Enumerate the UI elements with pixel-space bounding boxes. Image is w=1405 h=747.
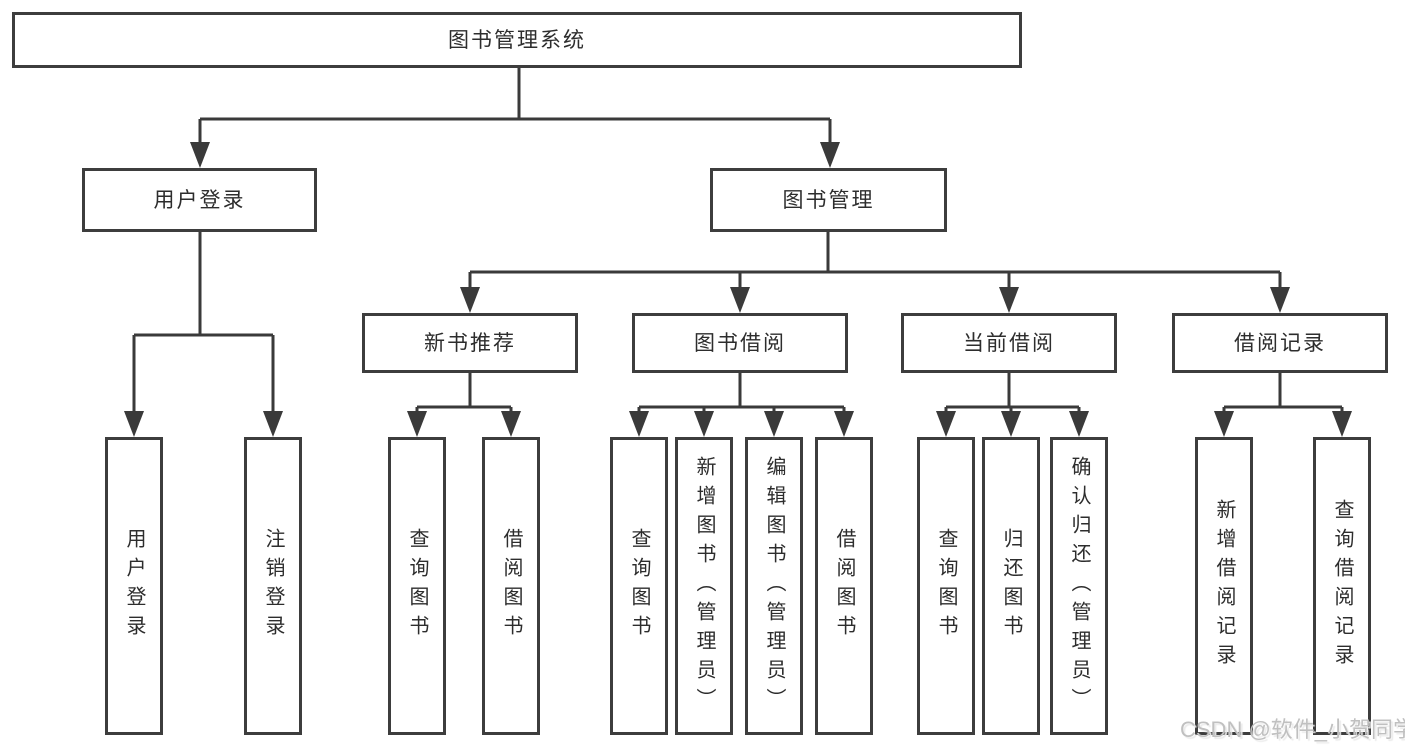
connector-book-management-to-level3	[460, 232, 1290, 313]
connector-book-borrow-to-children	[629, 373, 854, 437]
connector-current-borrow-to-children	[936, 373, 1089, 437]
leaf-user-login: 用户登录	[105, 437, 163, 735]
node-book-borrow: 图书借阅	[632, 313, 848, 373]
node-label: 查询图书	[935, 528, 957, 644]
arrowhead	[1001, 411, 1021, 437]
arrowhead	[1332, 411, 1352, 437]
leaf-return-book: 归还图书	[982, 437, 1040, 735]
node-label: 新增借阅记录	[1213, 499, 1235, 673]
node-label: 查询图书	[406, 528, 428, 644]
node-borrow-records: 借阅记录	[1172, 313, 1388, 373]
node-label: 新增图书（管理员）	[693, 455, 715, 717]
arrowhead	[629, 411, 649, 437]
leaf-query-books: 查询图书	[388, 437, 446, 735]
connector-root-to-level2	[190, 68, 840, 168]
node-root-library-management-system: 图书管理系统	[12, 12, 1022, 68]
arrowhead	[501, 411, 521, 437]
arrowhead	[999, 287, 1019, 313]
node-label: 图书管理系统	[448, 28, 586, 52]
leaf-query-books-2: 查询图书	[610, 437, 668, 735]
node-label: 用户登录	[123, 528, 145, 644]
node-label: 图书管理	[782, 188, 875, 212]
arrowhead	[730, 287, 750, 313]
arrowhead	[263, 411, 283, 437]
arrowhead	[124, 411, 144, 437]
leaf-borrow-books-2: 借阅图书	[815, 437, 873, 735]
arrowhead	[1270, 287, 1290, 313]
node-label: 查询图书	[628, 528, 650, 644]
node-label: 新书推荐	[424, 331, 516, 355]
leaf-add-borrow-record: 新增借阅记录	[1195, 437, 1253, 735]
node-label: 注销登录	[262, 528, 284, 644]
node-current-borrow: 当前借阅	[901, 313, 1117, 373]
node-label: 查询借阅记录	[1331, 499, 1353, 673]
leaf-edit-book-admin: 编辑图书（管理员）	[745, 437, 803, 735]
leaf-query-borrow-record: 查询借阅记录	[1313, 437, 1371, 735]
node-label: 用户登录	[153, 188, 246, 212]
node-label: 借阅图书	[500, 528, 522, 644]
arrowhead	[936, 411, 956, 437]
leaf-add-book-admin: 新增图书（管理员）	[675, 437, 733, 735]
arrowhead	[694, 411, 714, 437]
leaf-logout: 注销登录	[244, 437, 302, 735]
connector-new-book-recommend-to-children	[407, 373, 521, 437]
arrowhead	[1069, 411, 1089, 437]
arrowhead	[820, 142, 840, 168]
arrowhead	[190, 142, 210, 168]
node-label: 归还图书	[1000, 528, 1022, 644]
connector-borrow-records-to-children	[1214, 373, 1352, 437]
leaf-borrow-books: 借阅图书	[482, 437, 540, 735]
arrowhead	[1214, 411, 1234, 437]
node-label: 确认归还（管理员）	[1068, 455, 1090, 717]
leaf-confirm-return-admin: 确认归还（管理员）	[1050, 437, 1108, 735]
node-book-management: 图书管理	[710, 168, 947, 232]
arrowhead	[834, 411, 854, 437]
arrowhead	[460, 287, 480, 313]
csdn-watermark: CSDN @软件_小贺同学	[1180, 717, 1405, 742]
node-new-book-recommend: 新书推荐	[362, 313, 578, 373]
arrowhead	[764, 411, 784, 437]
node-label: 借阅记录	[1234, 331, 1326, 355]
node-label: 图书借阅	[694, 331, 786, 355]
connector-user-login-to-children	[124, 232, 283, 437]
leaf-query-books-3: 查询图书	[917, 437, 975, 735]
node-label: 当前借阅	[963, 331, 1055, 355]
arrowhead	[407, 411, 427, 437]
node-label: 编辑图书（管理员）	[763, 455, 785, 717]
node-label: 借阅图书	[833, 528, 855, 644]
node-user-login: 用户登录	[82, 168, 317, 232]
